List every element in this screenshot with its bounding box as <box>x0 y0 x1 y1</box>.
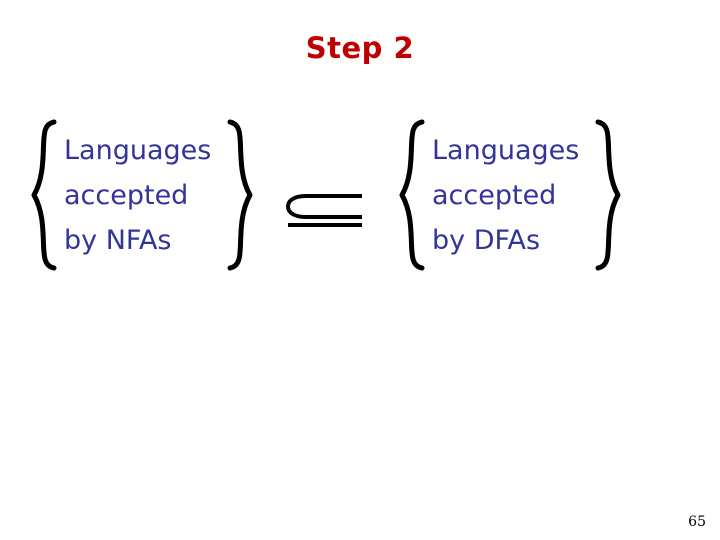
left-curly-brace-open-icon <box>30 118 58 272</box>
set-line: Languages <box>432 134 580 166</box>
set-line: by NFAs <box>64 224 172 256</box>
page-title: Step 2 <box>305 31 415 65</box>
set-line: accepted <box>64 179 189 211</box>
subset-or-equal-icon <box>286 192 364 228</box>
set-group-dfa: Languages accepted by DFAs <box>398 118 622 272</box>
set-line: accepted <box>432 179 557 211</box>
set-lines-nfa: Languages accepted by NFAs <box>58 118 226 272</box>
set-lines-dfa: Languages accepted by DFAs <box>426 118 594 272</box>
set-line: by DFAs <box>432 224 541 256</box>
set-inclusion-equation: Languages accepted by NFAs Languages acc… <box>0 118 720 278</box>
left-curly-brace-close-icon <box>226 118 254 272</box>
set-line: Languages <box>64 134 212 166</box>
right-curly-brace-open-icon <box>398 118 426 272</box>
page-number: 65 <box>688 514 706 530</box>
set-group-nfa: Languages accepted by NFAs <box>30 118 254 272</box>
right-curly-brace-close-icon <box>594 118 622 272</box>
